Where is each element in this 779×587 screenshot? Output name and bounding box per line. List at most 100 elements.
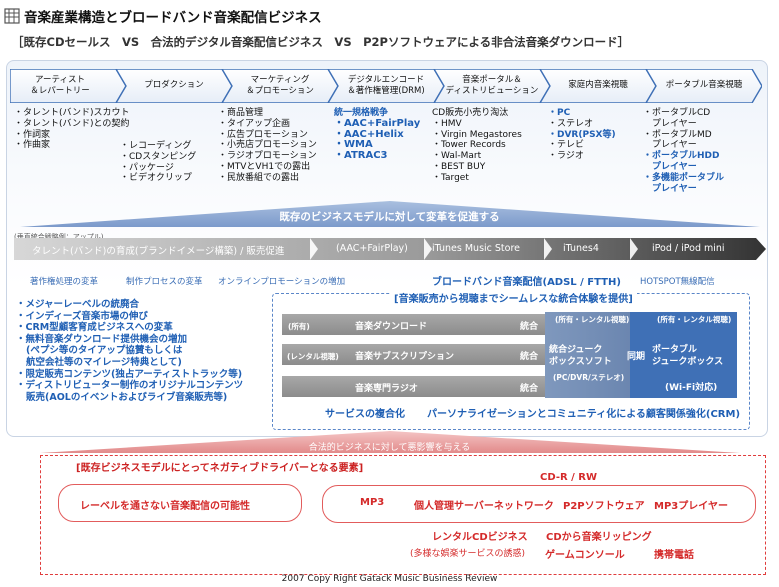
negative-band-label: 合法的ビジネスに対して悪影響を与える (308, 443, 471, 453)
trend-list-item: ・限定販売コンテンツ(独占アーティストトラック等) (16, 368, 243, 380)
jukebox-software-tag: (所有・レンタル視聴) (555, 315, 630, 324)
footer-copyright: 2007 Copy Right Gatack Music Business Re… (281, 574, 498, 584)
label-free-box (58, 484, 302, 522)
industry-trends-list: ・メジャーレーベルの統廃合・インディーズ音楽市場の伸び・CRM型顧客育成ビジネス… (16, 299, 243, 403)
crm-label: パーソナライゼーションとコミュニティ化による顧客関係強化(CRM) (427, 409, 741, 420)
jukebox-software-label: 統合ジューク ボックスソフト (549, 345, 612, 367)
change-online: オンラインプロモーションの増加 (218, 277, 346, 287)
marketing-item: ・民放番組での露出 (218, 172, 300, 183)
row-radio (282, 376, 545, 397)
history-item-talent: タレント(バンド)の育成(ブランドイメージ構築) / 販売促進 (32, 246, 285, 257)
marketing-item: ・ラジオプロモーション (218, 151, 317, 162)
artist-column: ・タレント(バンド)スカウト・タレント(バンド)との契約・作詞家・作曲家 (14, 108, 129, 151)
portable-item: プレイヤー (643, 161, 697, 172)
page-title: 音楽産業構造とブロードバンド音楽配信ビジネス (24, 10, 322, 26)
distribution-heading: CD販売小売り淘汰 (432, 108, 509, 118)
jukebox-software-block (545, 312, 630, 398)
ripping-label: CDから音楽リッピング (546, 532, 652, 543)
logo-icon (4, 8, 20, 24)
history-item-ipod: iPod / iPod mini (652, 243, 725, 254)
portable-item: プレイヤー (643, 140, 697, 151)
trend-list-item: ・無料音楽ダウンロード提供機会の増加 (16, 333, 188, 345)
service-composite-label: サービスの複合化 (325, 409, 405, 420)
history-item-drm: (AAC+FairPlay) (336, 243, 408, 254)
portable-jukebox-block (630, 312, 737, 398)
promo-band-shape (20, 201, 760, 227)
row-subscription-label: 音楽サブスクリプション (355, 352, 455, 362)
drm-item: ・ATRAC3 (334, 150, 388, 162)
stage-label-0: アーティスト ＆レパートリー (30, 75, 90, 96)
negative-drivers-box (40, 455, 766, 575)
distribution-item: ・Tower Records (432, 140, 506, 151)
row-download (282, 314, 545, 335)
history-item-itunes4: iTunes4 (563, 243, 599, 254)
portable-item: ・多機能ポータブル (643, 172, 725, 183)
portable-item: プレイヤー (643, 118, 697, 129)
history-item-itms: iTunes Music Store (432, 243, 521, 254)
sync-label: 同期 (627, 352, 646, 362)
production-item: ・レコーディング (120, 141, 192, 151)
history-arrow (14, 238, 766, 260)
drm-column: 統一規格戦争 ・AAC+FairPlay・AAC+Helix・WMA・ATRAC… (334, 108, 420, 162)
artist-item: ・作曲家 (14, 140, 51, 151)
trend-list-item: (ペプシ等のタイアップ協賛もしくは (26, 345, 183, 357)
production-item: ・パッケージ (120, 162, 174, 173)
mp3-label: MP3 (360, 497, 385, 508)
trend-list-item: ・ディストリビューター制作のオリジナルコンテンツ (16, 380, 244, 392)
negative-band-shape (40, 431, 740, 453)
production-item: ・ビデオクリップ (120, 173, 192, 184)
row-subscription-end: 統合 (520, 352, 539, 362)
drm-item: ・WMA (334, 139, 373, 151)
chevron-stage-6 (645, 69, 762, 103)
distribution-column: CD販売小売り淘汰 ・HMV・Virgin Megastores・Tower R… (432, 108, 522, 184)
portable-item: プレイヤー (643, 183, 697, 194)
trend-list-item: ・インディーズ音楽市場の伸び (16, 310, 148, 322)
rental-label: レンタルCDビジネス (432, 532, 528, 543)
history-caption: (垂直統合戦略例：アップル) (14, 233, 104, 241)
home-item: ・DVR(PSX等) (548, 129, 616, 140)
row-download-label: 音楽ダウンロード (355, 322, 428, 332)
stage-label-3: デジタルエンコード ＆著作権管理(DRM) (347, 75, 425, 96)
home-column: ・PC・ステレオ・DVR(PSX等)・テレビ・ラジオ (548, 108, 616, 162)
hotspot-label: HOTSPOT無線配信 (640, 277, 715, 287)
chevron-stage-4 (433, 69, 551, 103)
chevron-stage-5 (539, 69, 657, 103)
stage-label-2: マーケティング ＆プロモーション (246, 75, 314, 96)
promo-band-label: 既存のビジネスモデルに対して変革を促進する (279, 211, 500, 223)
portable-jukebox-label: ポータブル ジュークボックス (652, 345, 724, 367)
integrated-experience-title: [音楽販売から視聴までシームレスな統合体験を提供] (390, 290, 637, 305)
label-free-text: レーベルを通さない音楽配信の可能性 (80, 501, 250, 512)
row-radio-label: 音楽専門ラジオ (355, 384, 418, 394)
negative-drivers-title: [既存ビジネスモデルにとってネガティブドライバーとなる要素] (76, 463, 364, 474)
artist-item: ・作詞家 (14, 129, 51, 140)
marketing-item: ・広告プロモーション (218, 129, 308, 140)
trend-list-item: 航空会社等のマイレージ特典として) (26, 356, 182, 368)
stage-label-5: 家庭内音楽視聴 (568, 80, 628, 90)
broadband-label: ブロードバンド音楽配信(ADSL / FTTH) (432, 277, 621, 288)
home-item: ・テレビ (548, 140, 585, 151)
row-subscription-tag: (レンタル視聴) (287, 352, 339, 361)
mp3player-label: MP3プレイヤー (654, 501, 728, 512)
server-label: 個人管理サーバーネットワーク (414, 501, 554, 512)
portable-column: ・ポータブルCD プレイヤー・ポータブルMD プレイヤー・ポータブルHDD プレ… (643, 108, 724, 194)
portable-item: ・ポータブルMD (643, 129, 712, 140)
drm-heading: 統一規格戦争 (334, 108, 389, 118)
p2p-box (322, 485, 756, 523)
trend-list-item: ・メジャーレーベルの統廃合 (16, 299, 140, 310)
drm-item: ・AAC+Helix (334, 128, 404, 140)
chevron-stage-3 (327, 69, 445, 103)
production-item: ・CDスタンピング (120, 151, 197, 162)
marketing-item: ・MTVとVH1での露出 (218, 161, 311, 172)
distribution-item: ・HMV (432, 118, 462, 129)
distribution-item: ・Target (432, 172, 469, 183)
diverse-label: (多様な娯楽サービスの誘惑) (410, 549, 526, 559)
cdr-label: CD-R / RW (540, 472, 598, 483)
production-column: ・レコーディング・CDスタンピング・パッケージ・ビデオクリップ (120, 141, 196, 184)
chevron-stage-2 (221, 69, 339, 103)
stage-label-1: プロダクション (144, 80, 204, 90)
portable-item: ・ポータブルHDD (643, 151, 720, 162)
phone-label: 携帯電話 (654, 550, 694, 561)
drm-item: ・AAC+FairPlay (334, 117, 421, 129)
portable-jukebox-sub: (Wi-Fi対応) (665, 383, 718, 393)
stage-label-4: 音楽ポータル＆ ディストリビューション (445, 75, 539, 96)
